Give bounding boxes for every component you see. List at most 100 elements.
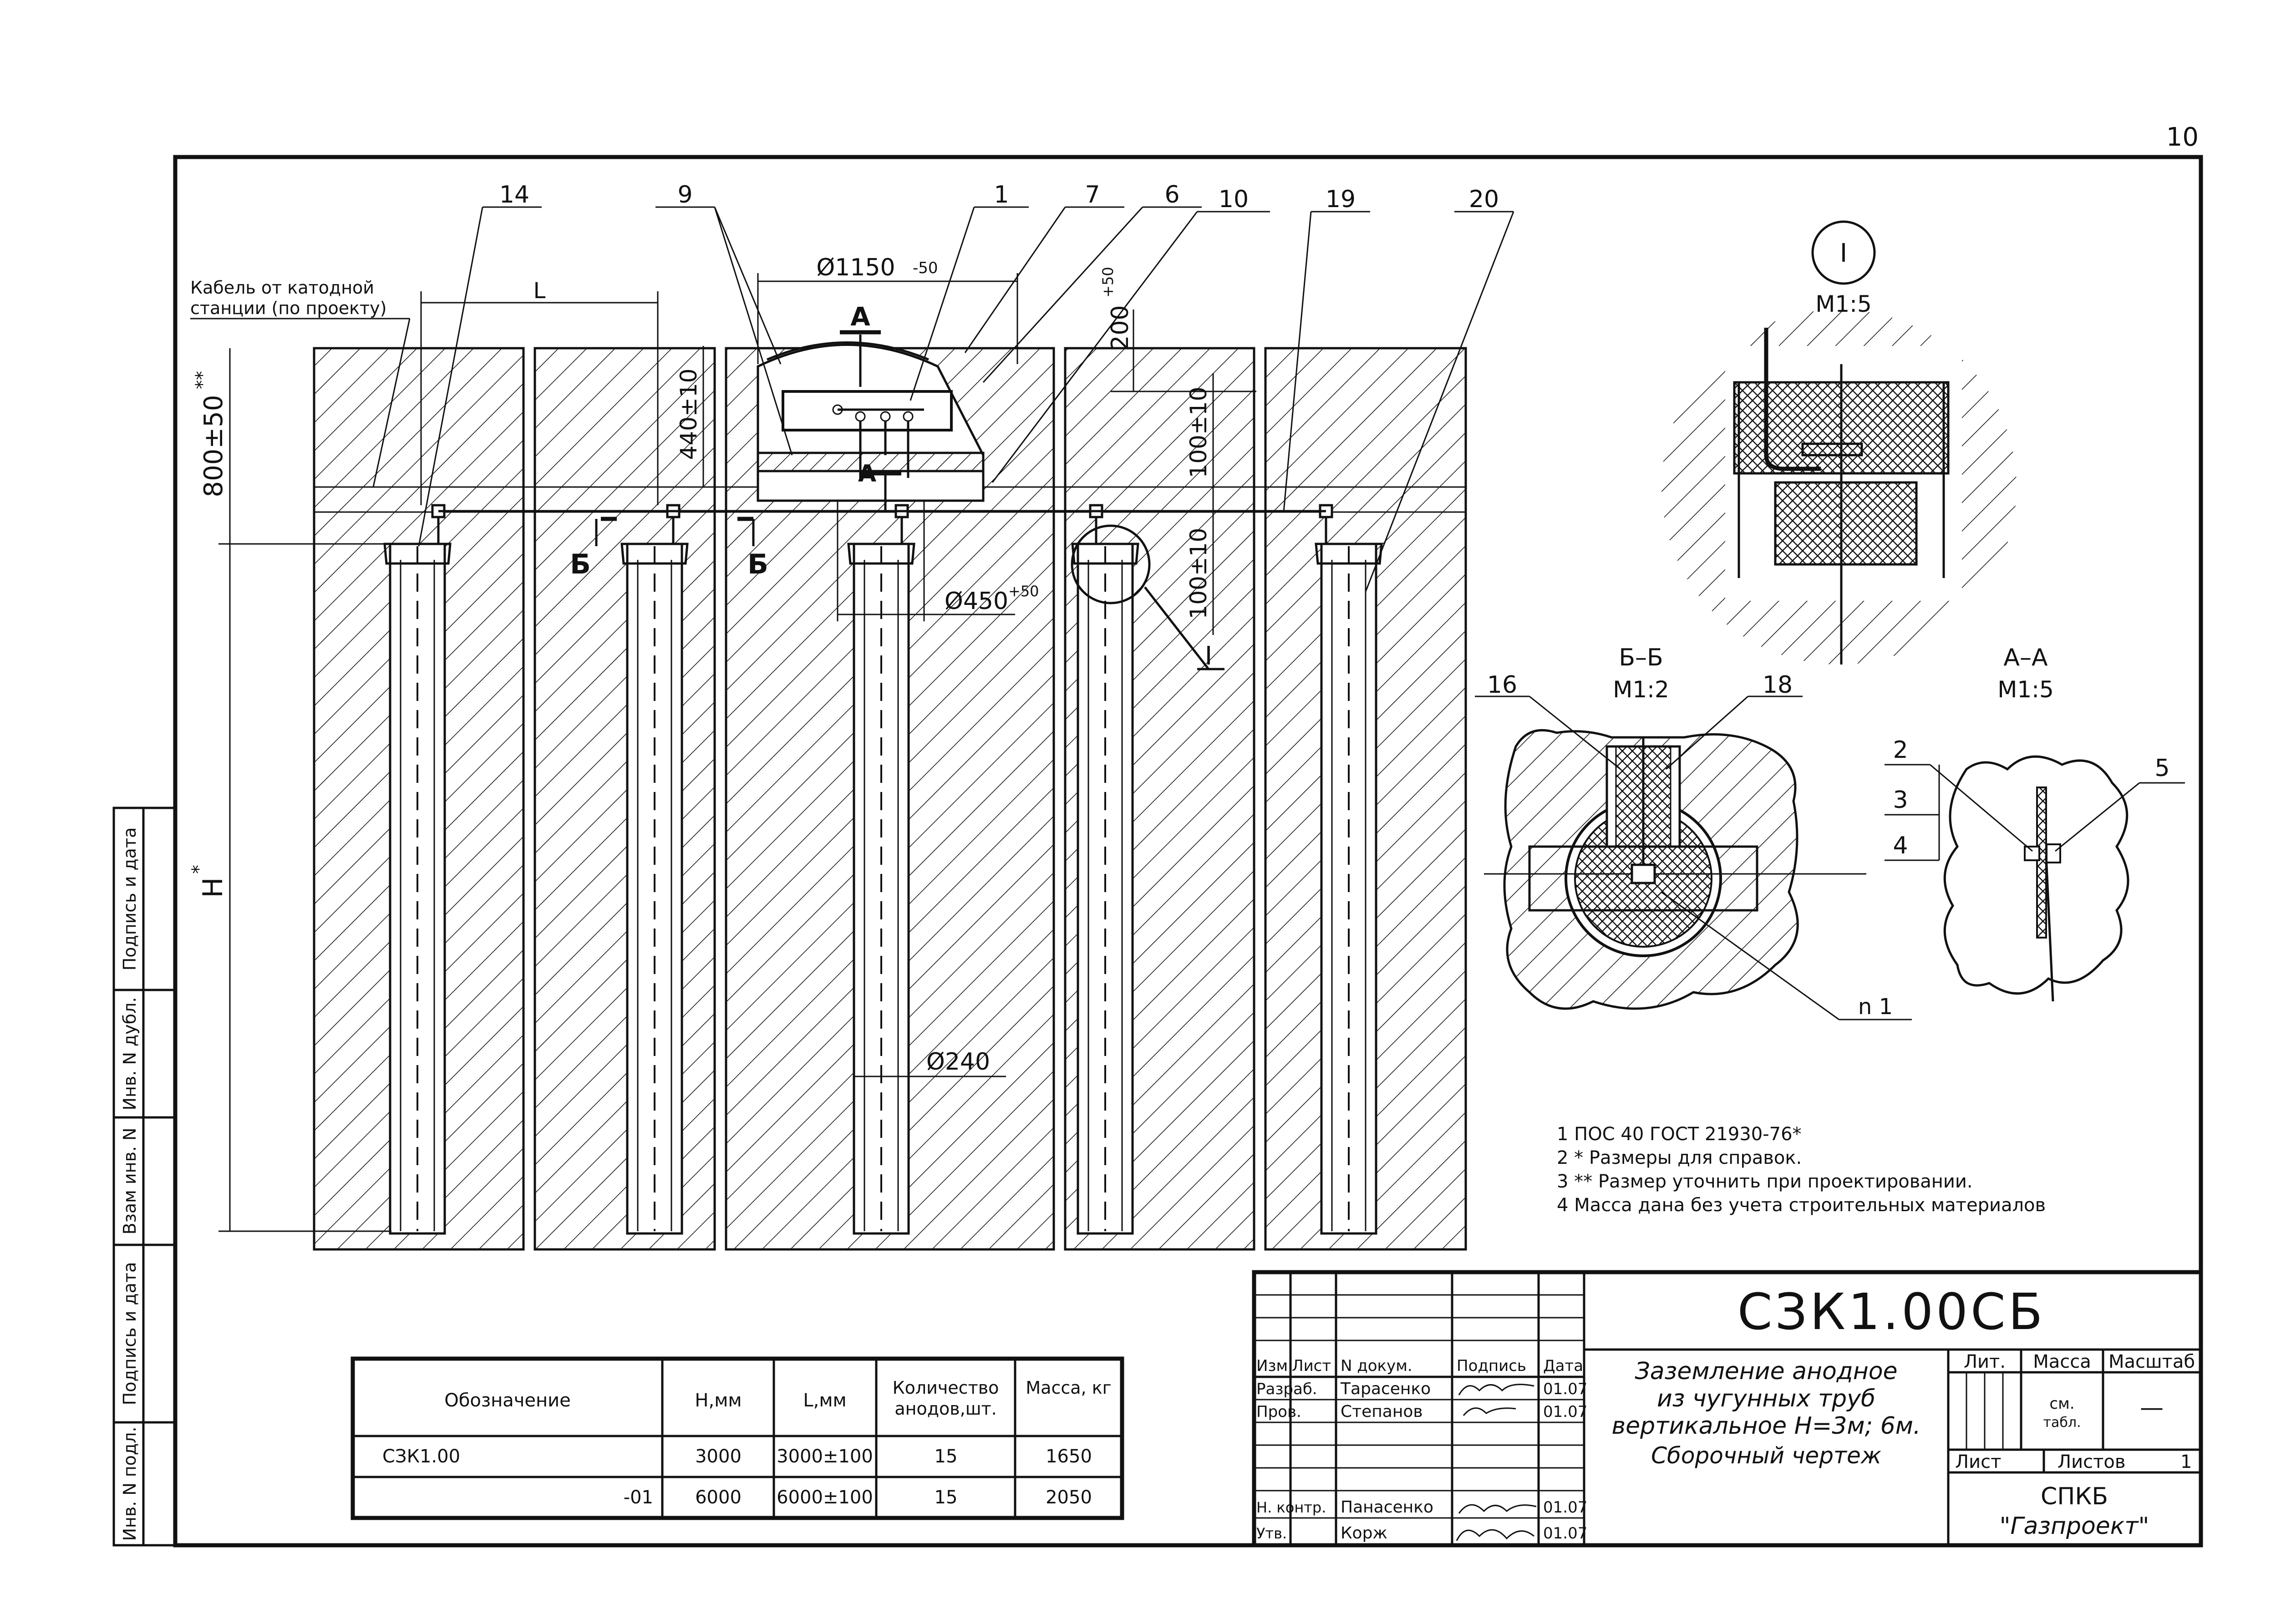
- tb-name-checker: Степанов: [1341, 1402, 1423, 1421]
- section-a-mark-bottom: A: [858, 460, 876, 487]
- stamp-orig-inv: Инв. N подл.: [120, 1426, 140, 1541]
- spec-table: Обозначение H,мм L,мм Количество анодов,…: [351, 1356, 1124, 1520]
- detail-i-view: I M1:5: [1661, 220, 2017, 665]
- spec-row-2-count: 15: [935, 1487, 958, 1508]
- dim-d240: Ø240: [854, 1048, 1006, 1077]
- tb-col-sign: Подпись: [1457, 1357, 1526, 1375]
- note-1: 1 ПОС 40 ГОСТ 21930-76*: [1557, 1124, 1802, 1145]
- dim-800-label: 800±50: [199, 395, 229, 497]
- anode-1: [383, 504, 452, 1235]
- dim-L: L: [420, 278, 659, 505]
- detail-i-label: I: [1840, 239, 1848, 268]
- tb-name-approver: Корж: [1341, 1524, 1387, 1543]
- cable-note-line-1: Кабель от катодной: [190, 278, 374, 298]
- stamp-sign-date-1: Подпись и дата: [120, 827, 140, 971]
- dim-440: 440±10: [676, 346, 704, 487]
- spec-row-1-designation: СЗК1.00: [382, 1446, 460, 1467]
- leaders: 14 9 1 7 6 10 19 20: [418, 181, 1514, 592]
- tb-description-1: Заземление анодное: [1635, 1358, 1897, 1385]
- stamp-sign-date-2: Подпись и дата: [120, 1262, 140, 1406]
- tb-date-approver: 01.07: [1543, 1524, 1587, 1543]
- section-bb-scale: M1:2: [1613, 676, 1669, 703]
- tb-signature-normcontrol: [1458, 1504, 1537, 1514]
- callout-9: 9: [677, 181, 692, 208]
- dim-H: H *: [188, 544, 391, 1232]
- dim-H-mark: *: [188, 865, 209, 874]
- tb-sheets-value: 1: [2180, 1451, 2192, 1472]
- section-bb-weld-note: n 1: [1858, 994, 1893, 1020]
- section-bb-callout-18: 18: [1763, 671, 1793, 699]
- dim-d240-label: Ø240: [926, 1048, 990, 1076]
- tb-signature-developer: [1458, 1384, 1534, 1396]
- tb-sheets-label: Листов: [2058, 1451, 2125, 1472]
- dim-200-label: 200: [1107, 305, 1134, 350]
- tb-date-checker: 01.07: [1543, 1403, 1587, 1421]
- spec-row-1-mass: 1650: [1046, 1446, 1092, 1467]
- tb-lit-label: Лит.: [1964, 1351, 2006, 1372]
- callout-14: 14: [499, 181, 529, 208]
- dim-800: 800±50 **: [192, 348, 391, 545]
- callout-10: 10: [1219, 186, 1249, 213]
- spec-row-1-l: 3000±100: [777, 1446, 873, 1467]
- side-stamp-column: Подпись и дата Инв. N дубл. Взам инв. N …: [112, 807, 177, 1547]
- control-point-well: [757, 335, 985, 512]
- tb-role-developer: Разраб.: [1256, 1380, 1317, 1398]
- section-aa-view: А–А M1:5 2 3 4 5: [1885, 644, 2185, 1002]
- tb-date-developer: 01.07: [1543, 1380, 1587, 1398]
- title-block: Изм. Лист N докум. Подпись Дата Разраб. …: [1252, 1270, 2203, 1548]
- callout-20: 20: [1469, 186, 1499, 213]
- tb-date-normcontrol: 01.07: [1543, 1498, 1587, 1517]
- section-bb-view: Б–Б M1:2 16 18 n 1: [1475, 644, 1912, 1020]
- dim-H-label: H: [197, 877, 229, 898]
- note-2: 2 * Размеры для справок.: [1557, 1147, 1802, 1168]
- tb-org-1: СПКБ: [2041, 1483, 2108, 1510]
- callout-19: 19: [1326, 186, 1356, 213]
- stamp-dup-inv: Инв. N дубл.: [120, 997, 140, 1111]
- cable-note-line-2: станции (по проекту): [190, 298, 387, 318]
- section-b-mark-left: Б: [570, 548, 591, 580]
- dim-100-lower: 100±10: [1185, 512, 1214, 635]
- detail-i-callout: I: [1144, 586, 1224, 671]
- section-aa-callout-5: 5: [2154, 755, 2169, 782]
- tb-description-4: Сборочный чертеж: [1651, 1442, 1881, 1469]
- callout-6: 6: [1164, 181, 1179, 208]
- dim-100-lower-label: 100±10: [1185, 528, 1212, 619]
- tb-name-normcontrol: Панасенко: [1341, 1498, 1433, 1517]
- section-aa-callout-3: 3: [1893, 787, 1908, 814]
- spec-row-2-h: 6000: [695, 1487, 742, 1508]
- section-a-marks: A A: [840, 302, 901, 487]
- tb-sheet-label: Лист: [1955, 1451, 2001, 1472]
- section-aa-scale: M1:5: [1997, 676, 2054, 703]
- spec-row-2-mass: 2050: [1046, 1487, 1092, 1508]
- dim-100-upper: 100±10: [1185, 373, 1214, 512]
- tb-mass-value-2: табл.: [2043, 1415, 2081, 1431]
- callout-1: 1: [994, 181, 1009, 208]
- tb-scale-label: Масштаб: [2108, 1351, 2195, 1372]
- spec-row-1-count: 15: [935, 1446, 958, 1467]
- dim-800-mark: **: [192, 371, 213, 389]
- dim-d450-label: Ø450: [945, 588, 1008, 615]
- section-bb-callout-16: 16: [1487, 671, 1517, 699]
- spec-header-l: L,мм: [803, 1390, 846, 1411]
- section-a-mark-top: A: [850, 302, 870, 332]
- spec-header-count: Количество анодов,шт.: [892, 1378, 999, 1419]
- tb-col-doc: N докум.: [1341, 1357, 1412, 1375]
- anode-2: [620, 504, 689, 1235]
- callout-7: 7: [1085, 181, 1100, 208]
- dim-d450: Ø450 +50: [837, 501, 1039, 621]
- notes-block: 1 ПОС 40 ГОСТ 21930-76* 2 * Размеры для …: [1557, 1124, 2046, 1216]
- tb-col-date: Дата: [1543, 1357, 1583, 1375]
- spec-header-h: H,мм: [695, 1390, 742, 1411]
- anode-4: [1071, 504, 1151, 1235]
- dim-L-label: L: [533, 278, 546, 304]
- section-aa-title: А–А: [2003, 644, 2048, 671]
- section-aa-callout-2: 2: [1893, 736, 1908, 764]
- tb-org-2: "Газпроект": [2000, 1512, 2149, 1540]
- dim-200-tol: +50: [1099, 267, 1117, 298]
- tb-name-developer: Тарасенко: [1340, 1380, 1431, 1398]
- tb-description-2: из чугунных труб: [1657, 1385, 1875, 1412]
- tb-signature-checker: [1463, 1407, 1516, 1416]
- dim-100-upper-label: 100±10: [1185, 387, 1212, 478]
- section-b-mark-right: Б: [747, 548, 768, 580]
- detail-i-mark: I: [1205, 641, 1213, 671]
